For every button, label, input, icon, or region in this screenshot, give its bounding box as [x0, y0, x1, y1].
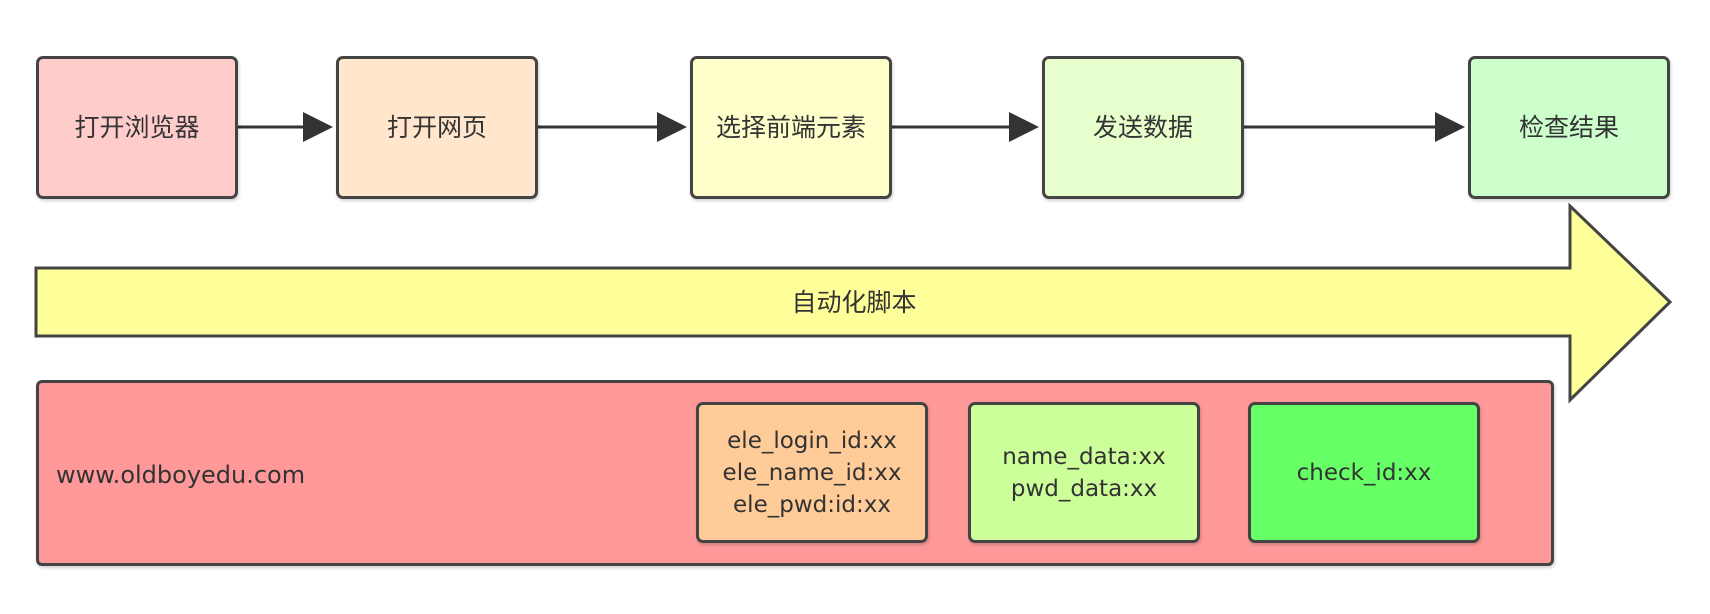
step-select-elements: 选择前端元素 [690, 56, 892, 199]
element-id-line: ele_login_id:xx [727, 427, 897, 454]
step-send-data: 发送数据 [1042, 56, 1244, 199]
check-id-box: check_id:xx [1248, 402, 1480, 543]
site-url-label: www.oldboyedu.com [56, 461, 306, 489]
big-arrow-shape [34, 202, 1673, 404]
step-check-result: 检查结果 [1468, 56, 1670, 199]
step-open-browser: 打开浏览器 [36, 56, 238, 199]
element-id-line: ele_pwd:id:xx [733, 491, 891, 518]
send-data-box: name_data:xx pwd_data:xx [968, 402, 1200, 543]
check-line: check_id:xx [1296, 459, 1432, 486]
data-line: name_data:xx [1002, 443, 1166, 470]
element-id-line: ele_name_id:xx [722, 459, 902, 486]
step-label: 打开浏览器 [74, 113, 200, 142]
step-label: 选择前端元素 [715, 113, 866, 142]
element-ids-box: ele_login_id:xx ele_name_id:xx ele_pwd:i… [696, 402, 928, 543]
step-label: 检查结果 [1518, 113, 1619, 142]
step-label: 打开网页 [386, 113, 487, 142]
big-arrow-label: 自动化脚本 [791, 287, 917, 317]
data-line: pwd_data:xx [1010, 475, 1158, 502]
step-label: 发送数据 [1092, 113, 1193, 142]
step-open-webpage: 打开网页 [336, 56, 538, 199]
